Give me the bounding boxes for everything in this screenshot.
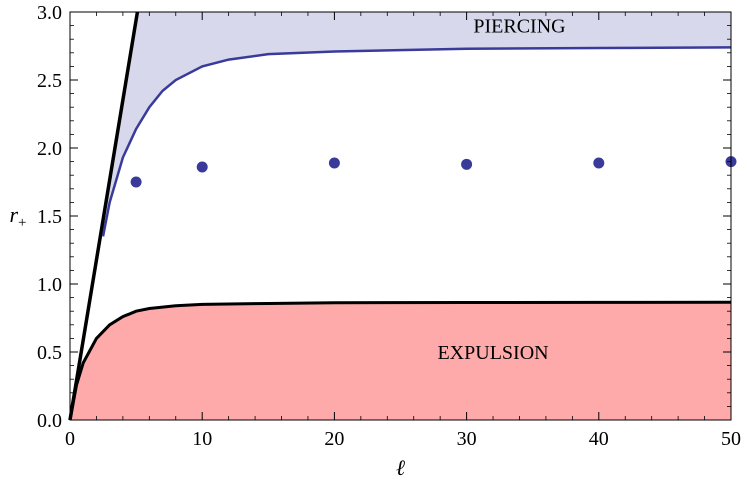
y-tick-label: 0.0 (37, 410, 62, 432)
x-tick-label: 30 (457, 428, 477, 450)
y-tick-label: 3.0 (37, 2, 62, 24)
y-tick-label: 1.0 (37, 274, 62, 296)
y-axis-label-main: r (9, 202, 18, 227)
curves-layer (68, 11, 732, 421)
region-label-expulsion: EXPULSION (437, 342, 548, 364)
data-point-4 (461, 158, 473, 170)
points-layer (130, 156, 737, 188)
y-tick-label: 0.5 (37, 342, 62, 364)
y-axis-label-subscript: + (18, 215, 26, 231)
data-point-5 (593, 157, 605, 169)
ticks-layer (69, 11, 732, 421)
region-label-piercing: PIERCING (473, 16, 565, 38)
series-lower-curve (68, 300, 732, 421)
y-tick-label: 2.0 (37, 138, 62, 160)
data-point-3 (328, 157, 340, 169)
x-axis-label: ℓ (396, 455, 406, 480)
x-tick-label: 40 (589, 428, 609, 450)
series-diagonal-line (68, 11, 140, 421)
y-tick-label: 1.5 (37, 206, 62, 228)
regions-layer (70, 12, 732, 420)
x-tick-label: 50 (721, 428, 741, 450)
series-upper-curve (101, 46, 732, 237)
x-tick-label: 20 (324, 428, 344, 450)
region-piercing (103, 12, 732, 237)
y-axis-label: r+ (9, 202, 26, 231)
tick-labels-layer: 0 10 20 30 40 50 0.0 0.5 1.0 1.5 2.0 2.5 3.0 (37, 2, 741, 450)
region-expulsion (70, 302, 731, 420)
data-point-2 (196, 161, 208, 173)
data-point-1 (130, 176, 142, 188)
region-labels-layer: PIERCING EXPULSION (437, 16, 565, 364)
x-tick-label: 0 (65, 428, 75, 450)
y-tick-label: 2.5 (37, 70, 62, 92)
x-tick-label: 10 (192, 428, 212, 450)
